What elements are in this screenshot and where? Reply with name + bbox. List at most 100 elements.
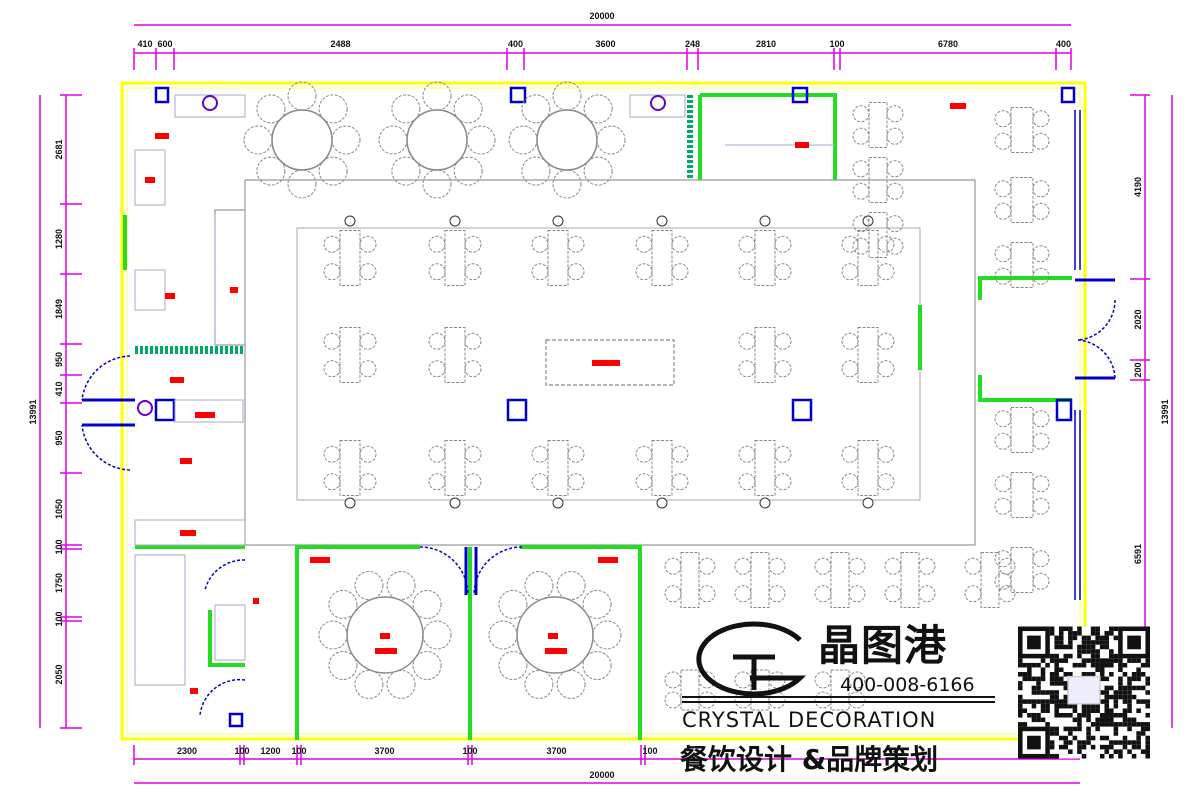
chair [664,557,682,575]
qr-module [1131,744,1137,750]
qr-module [1099,735,1105,741]
qr-module [1063,658,1069,663]
qr-module [1099,699,1105,704]
chair [774,445,792,463]
table [1010,547,1034,593]
qr-module [1054,658,1059,663]
chair [994,132,1012,150]
chair [466,125,496,155]
chair [521,94,551,124]
chair [354,669,384,699]
dimension-label: 100 [462,746,477,756]
qr-module [1040,690,1046,695]
dimension-label: 950 [54,430,64,445]
chair [814,671,832,689]
qr-module [1145,735,1150,741]
table [868,212,888,258]
room-label-mark [253,598,259,604]
room-label-mark [545,648,567,654]
chair [994,572,1012,590]
qr-module [1081,712,1087,718]
table [651,440,673,496]
qr-module [1040,699,1046,704]
qr-module [1036,685,1041,691]
qr-module [1104,735,1110,741]
chair [734,585,752,603]
chair [328,589,358,619]
qr-module [1122,662,1128,668]
qr-module [1049,672,1055,677]
qr-module [1095,658,1100,663]
room-labels [145,103,966,694]
qr-module [1127,717,1132,723]
chair [664,691,682,709]
chair [734,557,752,575]
qr-module [1145,658,1150,663]
qr-module [1113,712,1119,718]
table [980,552,1000,608]
qr-module [1109,712,1114,718]
table-set [323,230,377,286]
qr-module [1049,690,1055,695]
table [868,102,888,148]
qr-module [1049,653,1055,659]
chair [964,557,982,575]
dimension-label: 200 [1133,362,1143,377]
table [444,327,466,383]
dimension-label: 400 [508,39,523,49]
chair [592,620,622,650]
qr-module [1113,658,1119,663]
chair [884,585,902,603]
qr-module [1131,685,1137,691]
qr-module [1054,676,1059,682]
chair [583,156,613,186]
qr-module [1099,690,1105,695]
qr-module [1049,731,1055,736]
qr-module [1104,699,1110,704]
qr-finder-center [1027,635,1041,650]
chair [287,81,317,111]
chair [635,473,653,491]
qr-module [1072,735,1078,741]
dimension-label: 950 [54,352,64,367]
chair [428,332,446,350]
qr-module [1077,726,1082,732]
table-set [664,552,716,608]
qr-module [1054,662,1059,668]
qr-module [1049,699,1055,704]
qr-module [1113,626,1119,632]
table [680,669,700,711]
chair [498,589,528,619]
qr-module [1045,690,1050,695]
qr-module [1054,672,1059,677]
qr-module [1122,735,1128,741]
qr-module [1049,740,1055,745]
qr-module [1113,731,1119,736]
qr-module [1113,694,1119,700]
qr-module [1131,722,1137,727]
table-set [814,669,866,711]
qr-module [1127,690,1132,695]
dimension-label: 1280 [54,229,64,249]
dimension-label: 1050 [54,499,64,519]
qr-module [1136,722,1141,727]
partitions [123,93,1072,740]
table-set [994,407,1050,453]
qr-module [1090,735,1096,741]
pillar-light [862,497,874,509]
table [1010,407,1034,453]
chair [521,156,551,186]
qr-module [1127,726,1132,732]
dimension-label: 13991 [28,399,38,424]
main-hall-outline [214,179,976,546]
qr-module [1118,753,1123,759]
qr-module [1122,708,1128,713]
chair [1032,475,1050,493]
qr-module [1109,685,1114,691]
qr-module [1127,740,1132,745]
qr-module [1036,712,1041,718]
qr-module [1118,712,1123,718]
chair [567,445,585,463]
qr-module [1031,699,1037,704]
qr-module [1104,676,1110,682]
